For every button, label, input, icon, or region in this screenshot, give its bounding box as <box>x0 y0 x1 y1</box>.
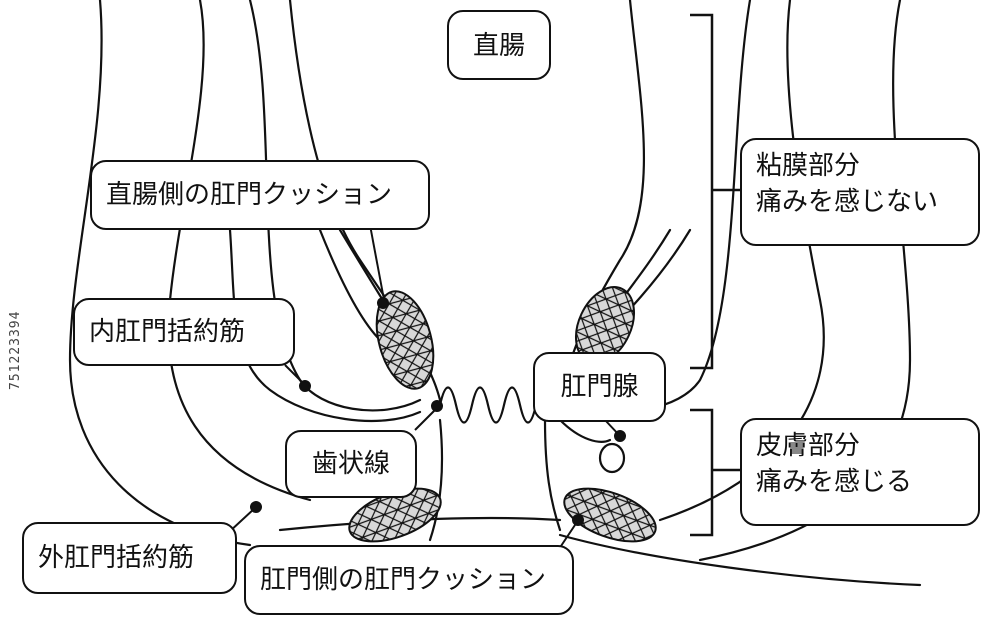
anal-canal-floor-right <box>543 418 562 532</box>
anal-gland-label: 肛門腺 <box>533 352 666 422</box>
internal-sphincter-text: 内肛門括約筋 <box>89 317 246 347</box>
skin-bracket <box>690 408 714 537</box>
dot-external-sphincter <box>250 501 262 513</box>
anal-gland-text: 肛門腺 <box>560 372 639 402</box>
mucosa-bracket <box>690 13 714 370</box>
dot-internal-sphincter <box>299 380 311 392</box>
rectal-side-cushion-label: 直腸側の肛門クッション <box>90 160 430 230</box>
internal-sphincter-label: 内肛門括約筋 <box>73 298 295 366</box>
skin-part-title: 皮膚部分 <box>756 431 861 461</box>
external-sphincter-label: 外肛門括約筋 <box>22 522 237 594</box>
leader-dentate <box>414 407 438 431</box>
anal-cushion-right <box>563 487 657 543</box>
anal-gland-shape <box>598 442 626 474</box>
anal-canal-floor-left <box>428 418 444 542</box>
skin-part-label: 皮膚部分 痛みを感じる <box>740 418 980 526</box>
dentate-line-label: 歯状線 <box>285 430 417 498</box>
left-rectal-wall-2 <box>318 228 382 342</box>
dot-anal-cushion <box>572 514 584 526</box>
dot-rectal-cushion <box>377 297 389 309</box>
mucosa-part-label: 粘膜部分 痛みを感じない <box>740 138 980 246</box>
right-rectal-wall <box>558 0 646 402</box>
skin-part-note: 痛みを感じる <box>756 467 913 497</box>
anal-side-cushion-text: 肛門側の肛門クッション <box>260 565 547 595</box>
rectum-label: 直腸 <box>447 10 551 80</box>
anal-side-cushion-label: 肛門側の肛門クッション <box>244 545 574 615</box>
external-sphincter-text: 外肛門括約筋 <box>38 543 195 573</box>
skin-line <box>558 533 922 587</box>
mucosa-part-note: 痛みを感じない <box>756 187 939 217</box>
dentate-line-text: 歯状線 <box>311 449 390 479</box>
dot-anal-gland <box>614 430 626 442</box>
mucosa-part-title: 粘膜部分 <box>756 151 861 181</box>
left-outer-contour <box>68 0 252 547</box>
left-outer-contour-2 <box>167 0 312 502</box>
anal-gland-duct <box>558 418 612 443</box>
leader-rectal-cushion <box>369 224 386 306</box>
dot-dentate <box>431 400 443 412</box>
rectal-side-cushion-text: 直腸側の肛門クッション <box>106 180 393 210</box>
rectal-cushion-left <box>375 290 435 390</box>
left-internal-sphincter-2 <box>228 228 422 422</box>
stock-id: 751223394 <box>8 310 23 390</box>
rectum-text: 直腸 <box>472 31 525 61</box>
